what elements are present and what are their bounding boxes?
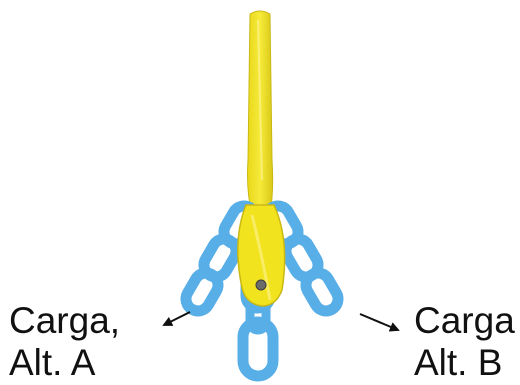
label-alt-b-line1: Carga: [414, 300, 515, 342]
label-alt-a-line1: Carga,: [9, 300, 120, 342]
label-load-alt-b: Carga Alt. B: [414, 300, 515, 384]
sling-strap: [248, 11, 273, 215]
label-load-alt-a: Carga, Alt. A: [9, 300, 120, 384]
shackle-plate: [238, 205, 285, 306]
arrow-alt-b: [360, 314, 398, 330]
arrow-alt-a: [164, 312, 190, 325]
label-alt-a-line2: Alt. A: [9, 342, 120, 384]
label-alt-b-line2: Alt. B: [414, 342, 515, 384]
pin-icon: [256, 280, 266, 290]
